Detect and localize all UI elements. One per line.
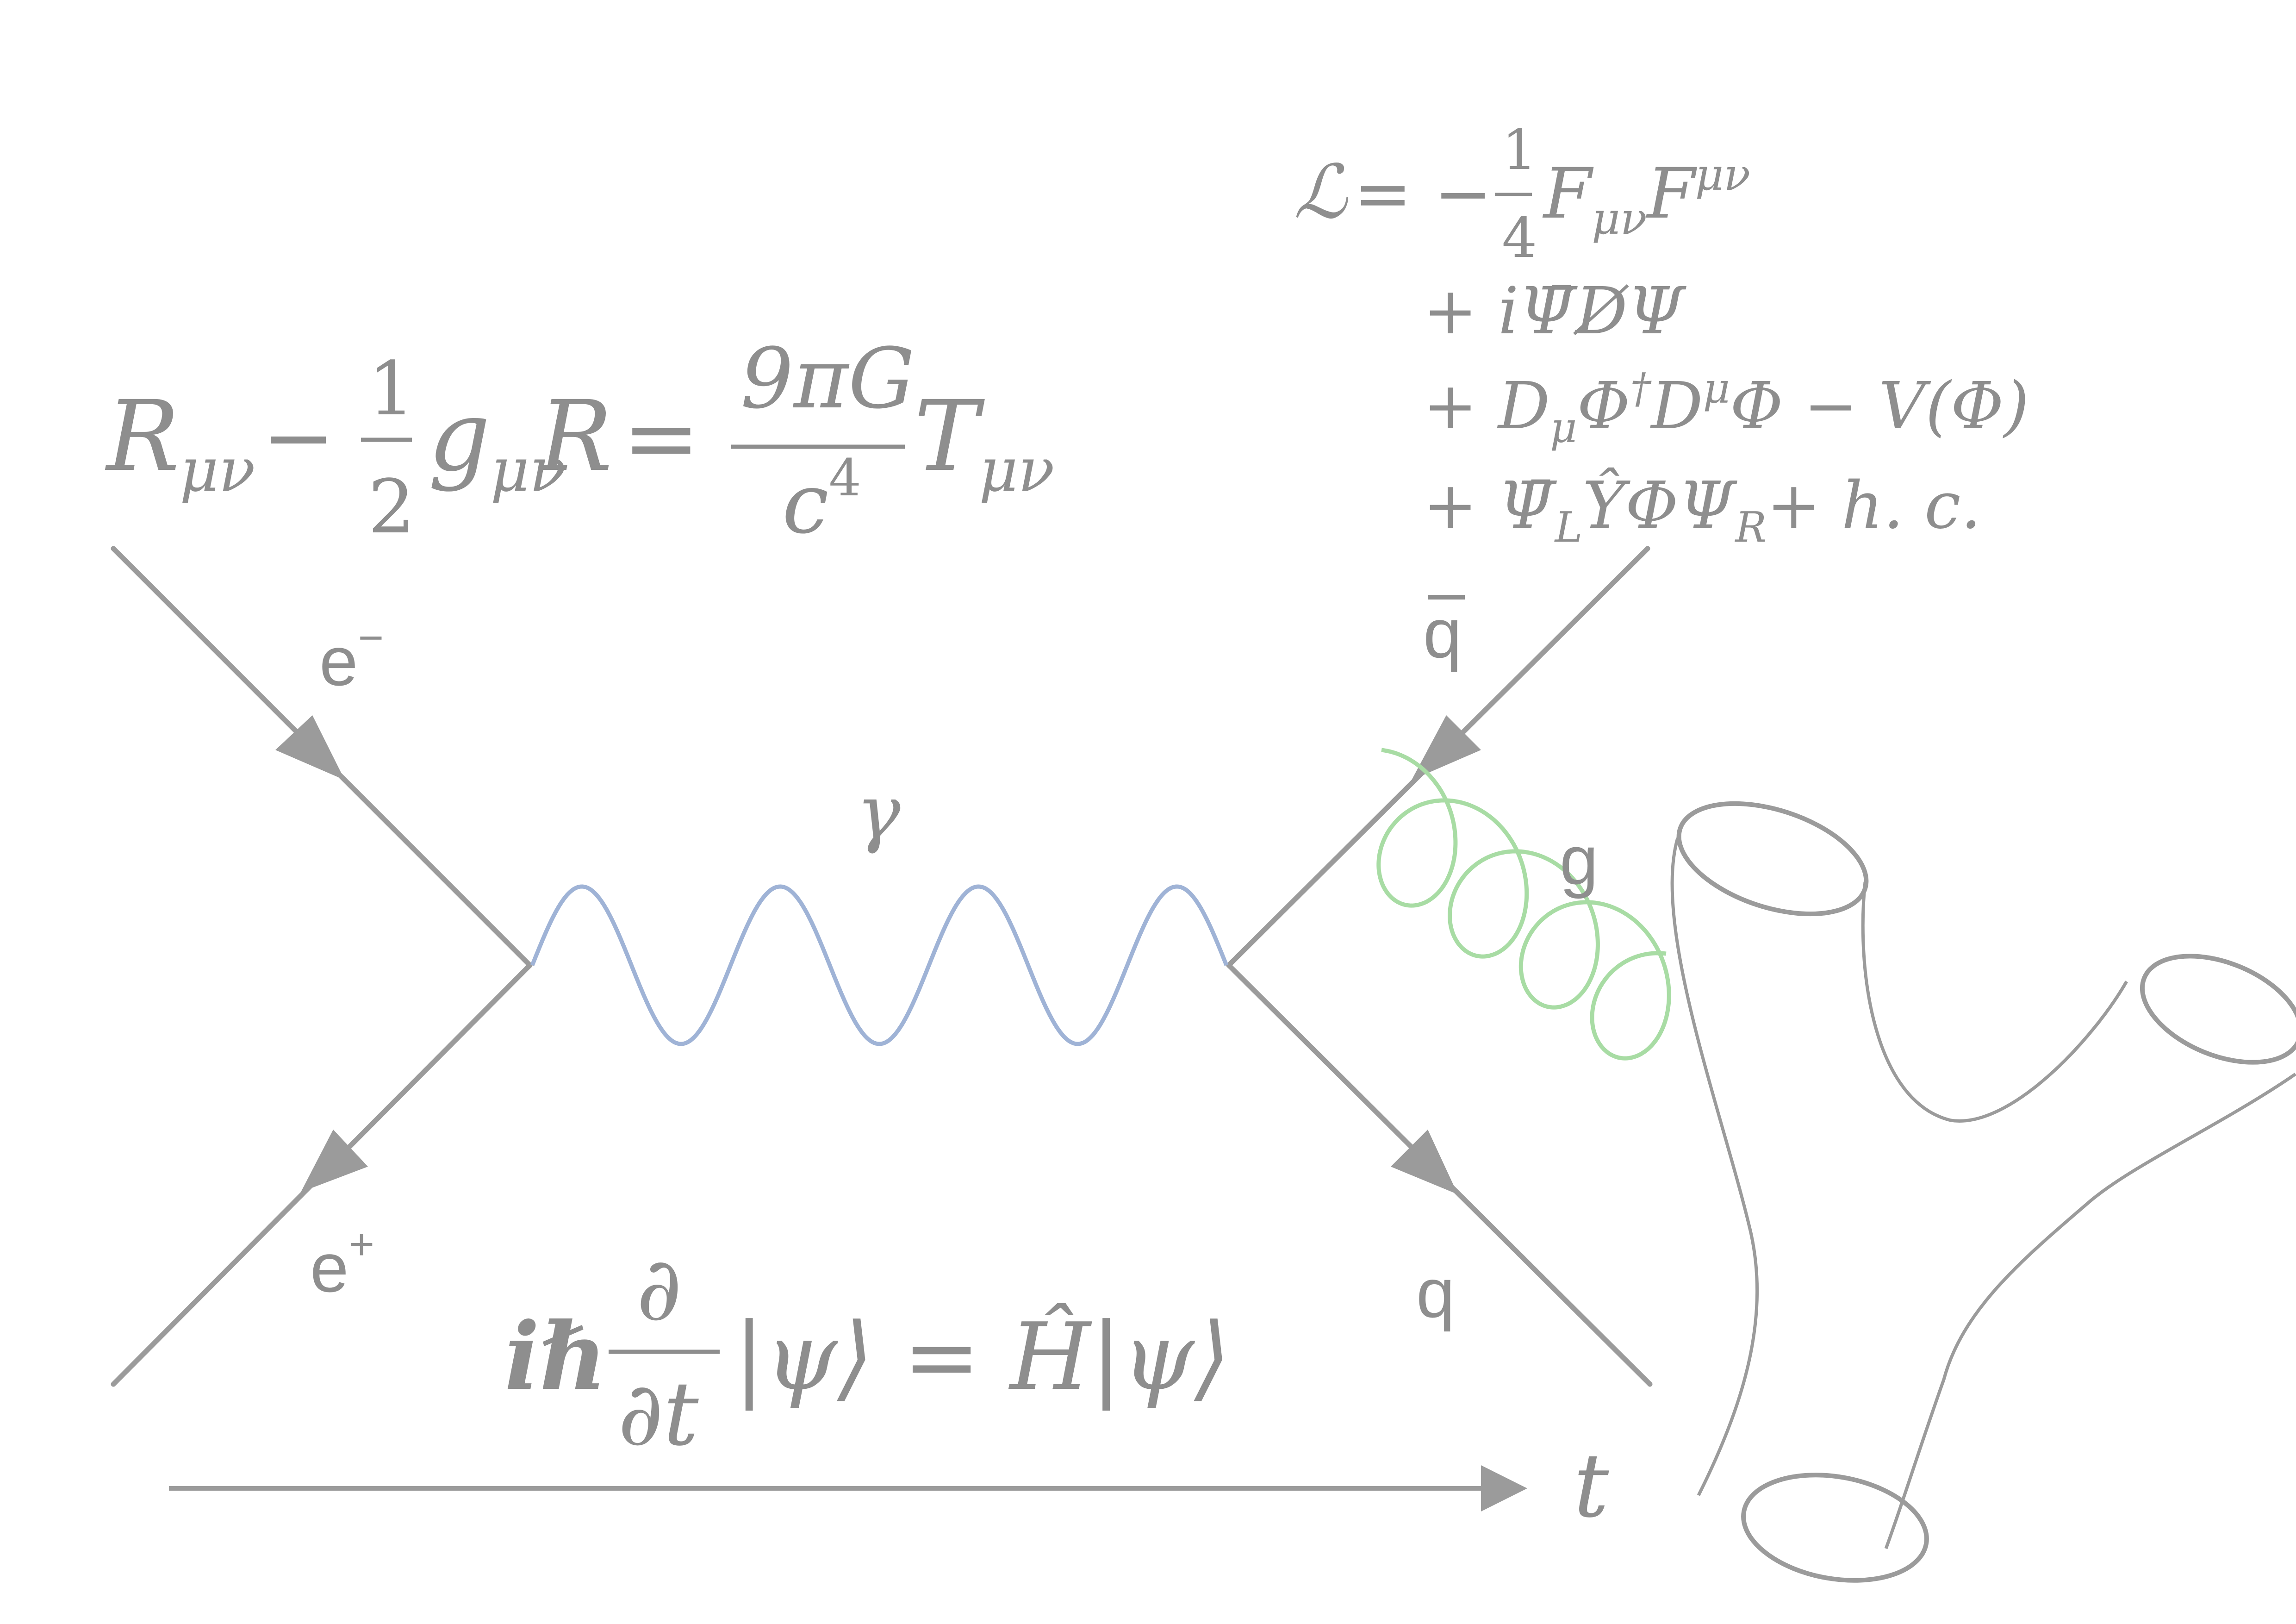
svg-text:2: 2 bbox=[368, 463, 415, 550]
positron-label: e+ bbox=[310, 1220, 374, 1306]
svg-text:|ψ⟩ = Ĥ|ψ⟩: |ψ⟩ = Ĥ|ψ⟩ bbox=[734, 1303, 1231, 1411]
svg-text:+ DμΦ†DμΦ − V(Φ): + DμΦ†DμΦ − V(Φ) bbox=[1423, 364, 2029, 452]
einstein-equation: Rμν − 1 2 gμν R = 9πG c4 Tμν bbox=[105, 331, 1055, 552]
svg-text:4: 4 bbox=[1502, 206, 1537, 270]
svg-text:−: − bbox=[261, 386, 335, 488]
photon-wave-icon bbox=[530, 884, 1229, 1046]
svg-text:Rμν: Rμν bbox=[105, 380, 255, 505]
time-label: t bbox=[1574, 1435, 1609, 1537]
svg-text:= −: = − bbox=[1354, 154, 1492, 234]
svg-text:FμνFμν: FμνFμν bbox=[1542, 150, 1750, 244]
electron-label: e− bbox=[319, 613, 384, 700]
photon-label: γ bbox=[856, 769, 901, 856]
svg-text:iℏ: iℏ bbox=[504, 1302, 607, 1411]
svg-text:9πG: 9πG bbox=[740, 331, 915, 427]
pants-surface-icon bbox=[1670, 801, 2296, 1583]
lagrangian: ℒ = − 1 4 FμνFμν + iΨ̄D̸Ψ + DμΦ†DμΦ − V(… bbox=[1294, 118, 2029, 552]
antiquark-label: q bbox=[1423, 594, 1462, 672]
svg-text:1: 1 bbox=[1502, 118, 1537, 182]
gluon-label: g bbox=[1560, 821, 1598, 899]
fermion-arrow-icon bbox=[275, 715, 345, 780]
svg-text:1: 1 bbox=[368, 345, 415, 432]
svg-text:gμν: gμν bbox=[428, 380, 566, 505]
svg-text:∂t: ∂t bbox=[618, 1363, 699, 1465]
svg-text:c4: c4 bbox=[782, 448, 861, 552]
schrodinger-equation: iℏ ∂ ∂t |ψ⟩ = Ĥ|ψ⟩ bbox=[504, 1238, 1231, 1465]
svg-text:+ iΨ̄D̸Ψ: + iΨ̄D̸Ψ bbox=[1423, 274, 1687, 349]
svg-text:+ Ψ̄LŶΦΨR+ h. c.: + Ψ̄LŶΦΨR+ h. c. bbox=[1423, 467, 1981, 552]
svg-text:=: = bbox=[622, 384, 700, 492]
gluon-spiral-icon bbox=[1376, 748, 1671, 1061]
fermion-arrow-icon bbox=[301, 1130, 368, 1192]
fermion-arrow-icon bbox=[1412, 715, 1481, 780]
fermion-arrows bbox=[275, 715, 1481, 1194]
quark-label: q bbox=[1416, 1254, 1455, 1332]
svg-text:ℒ: ℒ bbox=[1294, 149, 1348, 235]
svg-text:Tμν: Tμν bbox=[914, 380, 1055, 505]
svg-text:∂: ∂ bbox=[636, 1238, 682, 1340]
fermion-arrow-icon bbox=[1391, 1130, 1458, 1194]
svg-text:R: R bbox=[537, 380, 612, 493]
